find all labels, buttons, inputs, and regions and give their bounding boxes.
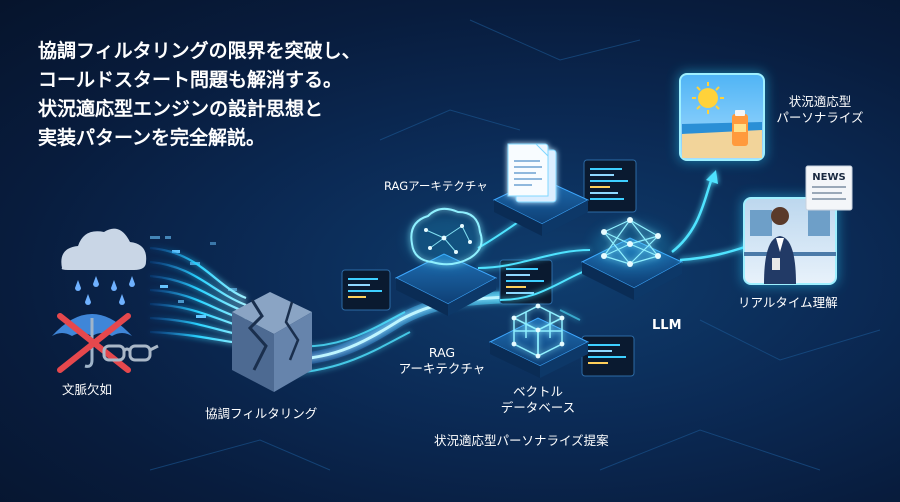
crossed-umbrella-icon bbox=[52, 313, 132, 373]
headline: 協調フィルタリングの限界を突破し、 コールドスタート問題も解消する。 状況適応型… bbox=[38, 37, 361, 153]
label-collaborative-filtering: 協調フィルタリング bbox=[205, 406, 318, 421]
label-adaptive-line-2: パーソナライズ bbox=[776, 110, 864, 125]
headline-line-1: 協調フィルタリングの限界を突破し、 bbox=[38, 40, 361, 62]
data-stream-lines bbox=[149, 246, 247, 346]
news-badge: NEWS bbox=[812, 172, 845, 183]
label-adaptive-proposal: 状況適応型パーソナライズ提案 bbox=[434, 433, 609, 448]
broken-cube-icon bbox=[232, 292, 312, 392]
headline-line-3: 状況適応型エンジンの設計思想と bbox=[38, 98, 324, 120]
label-rag-line-2: アーキテクチャ bbox=[398, 361, 486, 376]
circuit-lines bbox=[149, 19, 881, 471]
label-vector-database: ベクトル データベース bbox=[491, 384, 585, 416]
beach-card-icon bbox=[678, 72, 766, 162]
rain-cloud-icon bbox=[61, 228, 147, 305]
neural-network-icon bbox=[580, 217, 684, 300]
vector-cube-icon bbox=[488, 303, 590, 378]
label-rag-architecture-bottom: RAG アーキテクチャ bbox=[396, 345, 488, 377]
commuter-news-card-icon: NEWS bbox=[742, 165, 853, 286]
headline-line-4: 実装パターンを完全解説。 bbox=[38, 127, 266, 149]
label-adaptive-line-1: 状況適応型 bbox=[788, 94, 852, 109]
label-llm: LLM bbox=[652, 318, 682, 333]
label-vector-line-2: データベース bbox=[500, 400, 576, 415]
label-vector-line-1: ベクトル bbox=[512, 384, 563, 399]
documents-icon bbox=[492, 143, 590, 236]
glasses-icon bbox=[102, 344, 159, 362]
label-realtime-understanding: リアルタイム理解 bbox=[738, 295, 838, 310]
label-rag-line-1: RAG bbox=[428, 345, 456, 360]
label-adaptive-personalize: 状況適応型 パーソナライズ bbox=[770, 94, 870, 126]
headline-line-2: コールドスタート問題も解消する。 bbox=[38, 69, 343, 91]
newspaper-icon bbox=[805, 165, 853, 211]
label-context-missing: 文脈欠如 bbox=[62, 382, 113, 397]
label-rag-architecture-top: RAGアーキテクチャ bbox=[384, 179, 488, 193]
brain-network-icon bbox=[394, 207, 498, 316]
